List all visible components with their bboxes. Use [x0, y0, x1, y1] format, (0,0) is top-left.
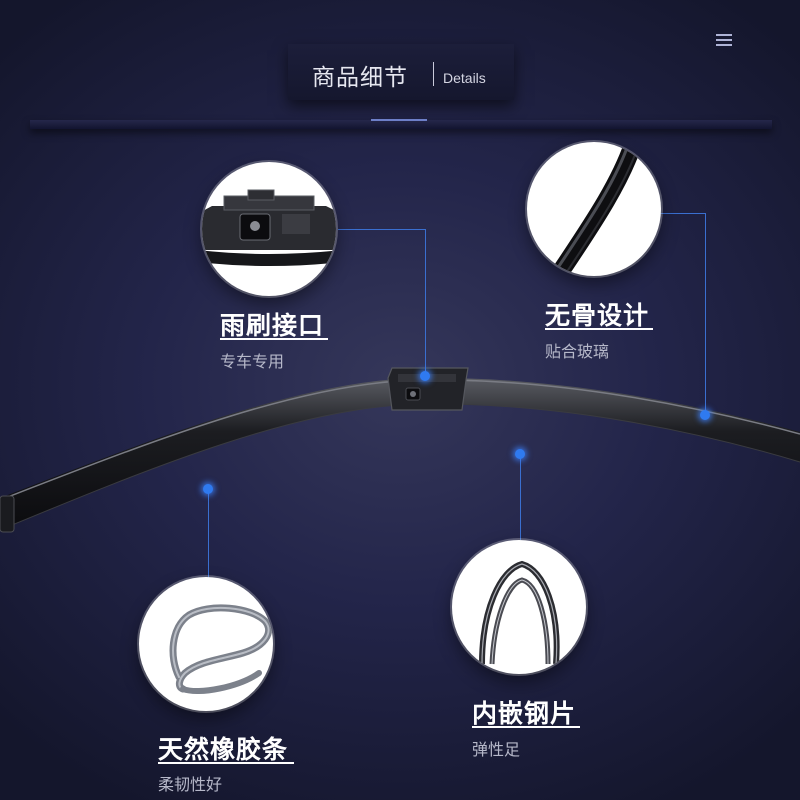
rubber-strip-icon — [139, 577, 273, 711]
blade-end-cap — [0, 495, 15, 533]
hotspot-dot-steel[interactable] — [515, 449, 525, 459]
connector-line-1 — [338, 229, 426, 230]
connector-line-3 — [208, 489, 209, 579]
boneless-blade-icon — [527, 142, 661, 276]
connector-line-2 — [660, 213, 706, 214]
feature-title-rubber: 天然橡胶条 — [158, 735, 289, 764]
connector-line-2 — [705, 213, 706, 415]
header-box — [288, 44, 514, 100]
connector-line-4 — [520, 454, 521, 540]
title-underline — [472, 726, 580, 728]
title-underline — [158, 762, 294, 764]
accent-line — [371, 119, 427, 121]
page-title: 商品细节 — [312, 65, 408, 91]
title-underline — [220, 338, 328, 340]
hotspot-dot-connector[interactable] — [420, 371, 430, 381]
feature-subtitle-connector: 专车专用 — [220, 352, 285, 371]
feature-subtitle-steel: 弹性足 — [472, 740, 521, 759]
feature-subtitle-boneless: 贴合玻璃 — [545, 342, 610, 361]
wiper-connector-icon — [202, 162, 336, 296]
feature-title-steel: 内嵌钢片 — [472, 699, 577, 728]
title-underline — [545, 328, 653, 330]
page-subtitle: Details — [443, 70, 486, 86]
feature-title-boneless: 无骨设计 — [545, 301, 650, 330]
hotspot-dot-rubber[interactable] — [203, 484, 213, 494]
blade-body — [0, 377, 800, 530]
steel-spring-strip-icon — [452, 540, 586, 674]
title-divider — [433, 62, 434, 86]
feature-title-connector: 雨刷接口 — [220, 311, 325, 340]
header-shelf — [30, 120, 772, 129]
hotspot-dot-boneless[interactable] — [700, 410, 710, 420]
feature-subtitle-rubber: 柔韧性好 — [158, 775, 223, 794]
hamburger-menu-icon[interactable] — [716, 32, 734, 48]
connector-line-1 — [425, 229, 426, 376]
